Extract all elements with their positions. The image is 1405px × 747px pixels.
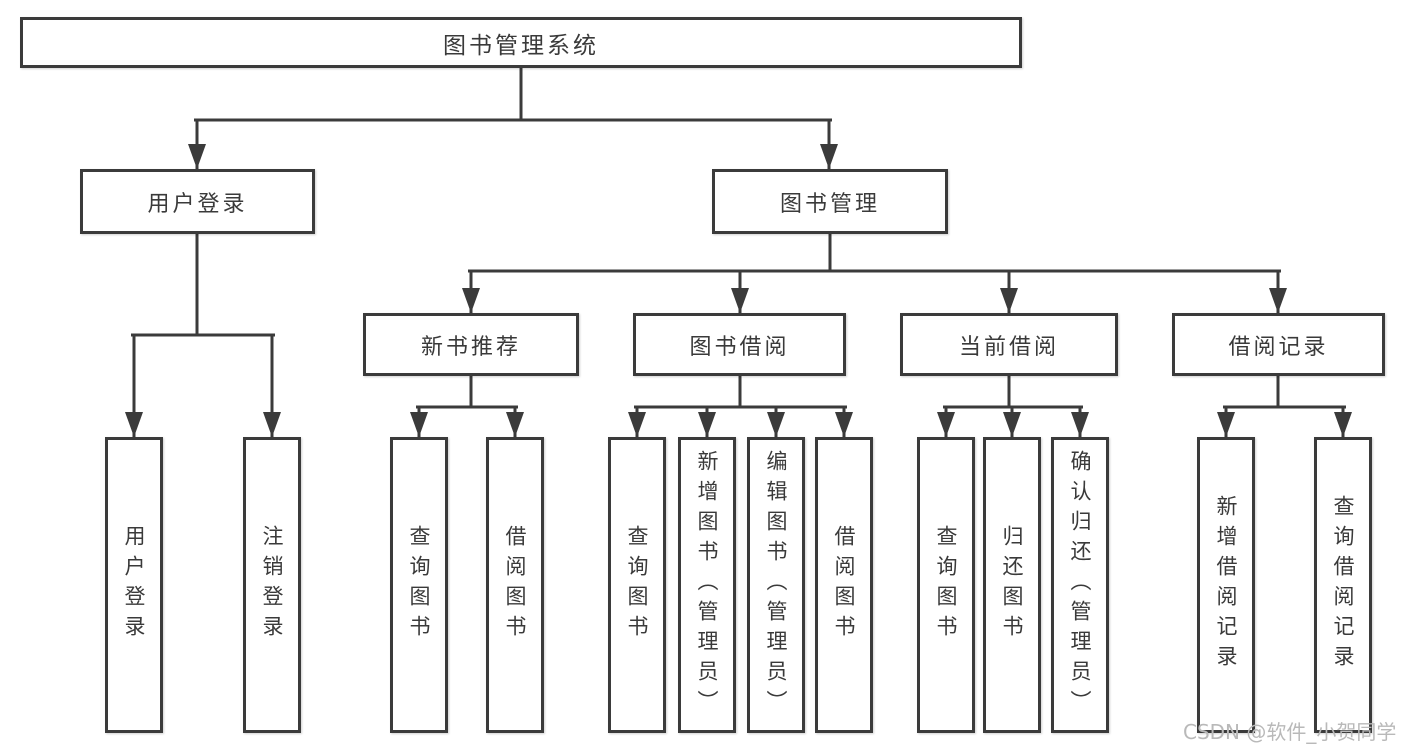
node-label: 图书管理系统 (443, 32, 599, 59)
node-label: 当前借阅 (958, 334, 1059, 360)
node-label: 图书管理 (779, 191, 880, 217)
node-label: 图书借阅 (689, 334, 790, 360)
node-label: 借阅记录 (1228, 334, 1329, 360)
connector-current-borrow-to-leaves (937, 375, 1089, 437)
leaf-add-book-admin: 新增图书（管理员） (678, 437, 736, 733)
leaf-label: 新增图书（管理员） (695, 450, 719, 720)
leaf-label: 查询图书 (934, 525, 958, 645)
watermark: CSDN @软件_小贺同学 (1183, 720, 1397, 744)
connector-user-login-to-leaves (125, 233, 281, 437)
connector-new-book-to-leaves (410, 375, 524, 437)
leaf-user-login: 用户登录 (105, 437, 163, 733)
leaf-add-borrow-record: 新增借阅记录 (1197, 437, 1255, 733)
leaf-label: 查询借阅记录 (1331, 495, 1355, 675)
leaf-query-borrow-record: 查询借阅记录 (1314, 437, 1372, 733)
leaf-label: 编辑图书（管理员） (764, 450, 788, 720)
leaf-borrow-books: 借阅图书 (815, 437, 873, 733)
node-book-borrowing: 图书借阅 (633, 313, 846, 376)
leaf-borrow-books: 借阅图书 (486, 437, 544, 733)
leaf-query-books: 查询图书 (390, 437, 448, 733)
node-book-management: 图书管理 (712, 169, 948, 234)
leaf-confirm-return-admin: 确认归还（管理员） (1051, 437, 1109, 733)
leaf-label: 查询图书 (625, 525, 649, 645)
leaf-label: 用户登录 (122, 525, 146, 645)
leaf-label: 借阅图书 (503, 525, 527, 645)
node-label: 用户登录 (147, 191, 248, 217)
leaf-label: 查询图书 (407, 525, 431, 645)
leaf-edit-book-admin: 编辑图书（管理员） (747, 437, 805, 733)
leaf-query-books: 查询图书 (608, 437, 666, 733)
node-user-login: 用户登录 (80, 169, 315, 234)
connector-root-to-level2 (188, 67, 838, 169)
leaf-label: 新增借阅记录 (1214, 495, 1238, 675)
leaf-label: 注销登录 (260, 525, 284, 645)
node-label: 新书推荐 (420, 334, 521, 360)
connector-borrow-records-to-leaves (1217, 375, 1352, 437)
leaf-label: 确认归还（管理员） (1068, 450, 1092, 720)
node-borrowing-records: 借阅记录 (1172, 313, 1385, 376)
node-library-management-system: 图书管理系统 (20, 17, 1022, 68)
connector-book-management-to-level3 (462, 233, 1287, 313)
leaf-label: 归还图书 (1000, 525, 1024, 645)
leaf-label: 借阅图书 (832, 525, 856, 645)
leaf-query-books: 查询图书 (917, 437, 975, 733)
leaf-return-books: 归还图书 (983, 437, 1041, 733)
leaf-logout-login: 注销登录 (243, 437, 301, 733)
connector-book-borrow-to-leaves (628, 375, 853, 437)
node-current-borrowing: 当前借阅 (900, 313, 1118, 376)
node-new-book-recommendation: 新书推荐 (363, 313, 579, 376)
